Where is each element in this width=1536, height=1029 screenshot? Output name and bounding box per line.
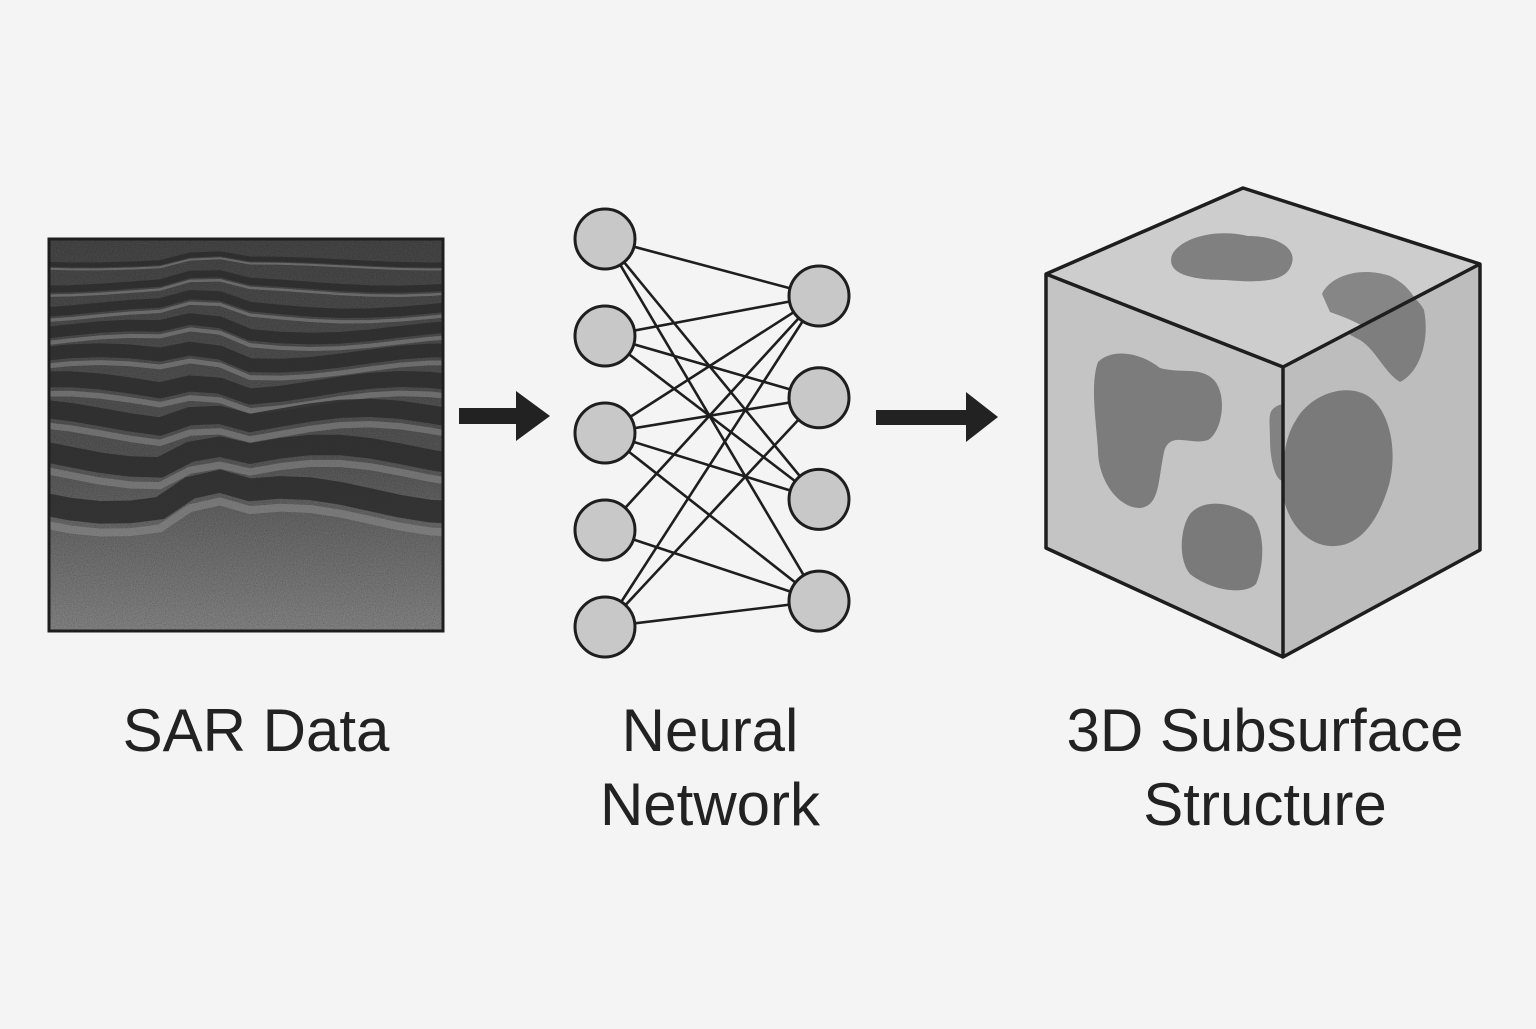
sar-band — [49, 398, 443, 436]
sar-band — [49, 434, 443, 478]
output-node — [787, 467, 851, 531]
arrow-right-icon — [876, 392, 998, 442]
cavity-blob — [1283, 390, 1393, 547]
sar-data-label: SAR Data — [44, 694, 468, 768]
cavity-blob — [1093, 353, 1222, 508]
output-node — [787, 264, 851, 328]
sar-band — [49, 469, 443, 524]
neural-network-label-line2: Network — [599, 771, 821, 838]
sar-band — [49, 313, 443, 345]
input-node — [573, 207, 637, 271]
sar-band-highlight — [49, 327, 443, 352]
subsurface-structure-label-line1: 3D Subsurface — [1066, 697, 1464, 764]
sar-data-label-text: SAR Data — [122, 697, 390, 764]
output-node — [787, 569, 851, 633]
neural-network-label-line1: Neural — [621, 697, 799, 764]
network-edge — [603, 238, 821, 501]
sar-image — [47, 237, 445, 633]
network-edge — [604, 431, 820, 501]
network-edge — [604, 431, 820, 603]
neural-network-graphic — [573, 207, 851, 659]
sar-band — [49, 289, 443, 319]
network-nodes — [573, 207, 851, 659]
subsurface-structure-label-line2: Structure — [1143, 771, 1387, 838]
sar-band — [49, 270, 443, 293]
sar-band-highlight — [49, 459, 443, 490]
network-edge — [604, 599, 820, 629]
network-edge — [604, 528, 820, 603]
output-node — [787, 366, 851, 430]
arrow-right-icon — [459, 391, 550, 441]
sar-band-highlight — [49, 257, 443, 271]
sar-band-highlight — [49, 390, 443, 414]
input-node — [573, 595, 637, 659]
cavity-blob — [1171, 233, 1293, 282]
input-node — [573, 498, 637, 562]
sar-stripes — [49, 251, 443, 537]
sar-band-highlight — [49, 421, 443, 447]
network-edge — [604, 334, 820, 399]
cavity-blob — [1269, 404, 1283, 481]
input-node — [573, 401, 637, 465]
network-edge — [604, 295, 820, 531]
sar-band-highlight — [49, 301, 443, 324]
network-edge — [604, 396, 820, 628]
sar-band — [49, 370, 443, 405]
network-edges — [603, 237, 821, 629]
network-edge — [604, 294, 820, 338]
sar-band — [49, 341, 443, 373]
neural-network-label: Neural Network — [560, 694, 860, 842]
subsurface-structure-label: 3D Subsurface Structure — [1030, 694, 1500, 842]
sar-band — [49, 251, 443, 268]
network-edge — [603, 295, 821, 628]
input-node — [573, 304, 637, 368]
cavity-blob — [1181, 503, 1263, 591]
network-edge — [604, 294, 820, 435]
sar-band-highlight — [49, 358, 443, 381]
network-edge — [603, 238, 821, 602]
network-edge — [604, 237, 820, 298]
network-edge — [604, 396, 820, 435]
sar-band-highlight — [49, 497, 443, 537]
network-edge — [604, 334, 820, 501]
sar-band-highlight — [49, 279, 443, 297]
subsurface-cube — [1044, 186, 1482, 659]
